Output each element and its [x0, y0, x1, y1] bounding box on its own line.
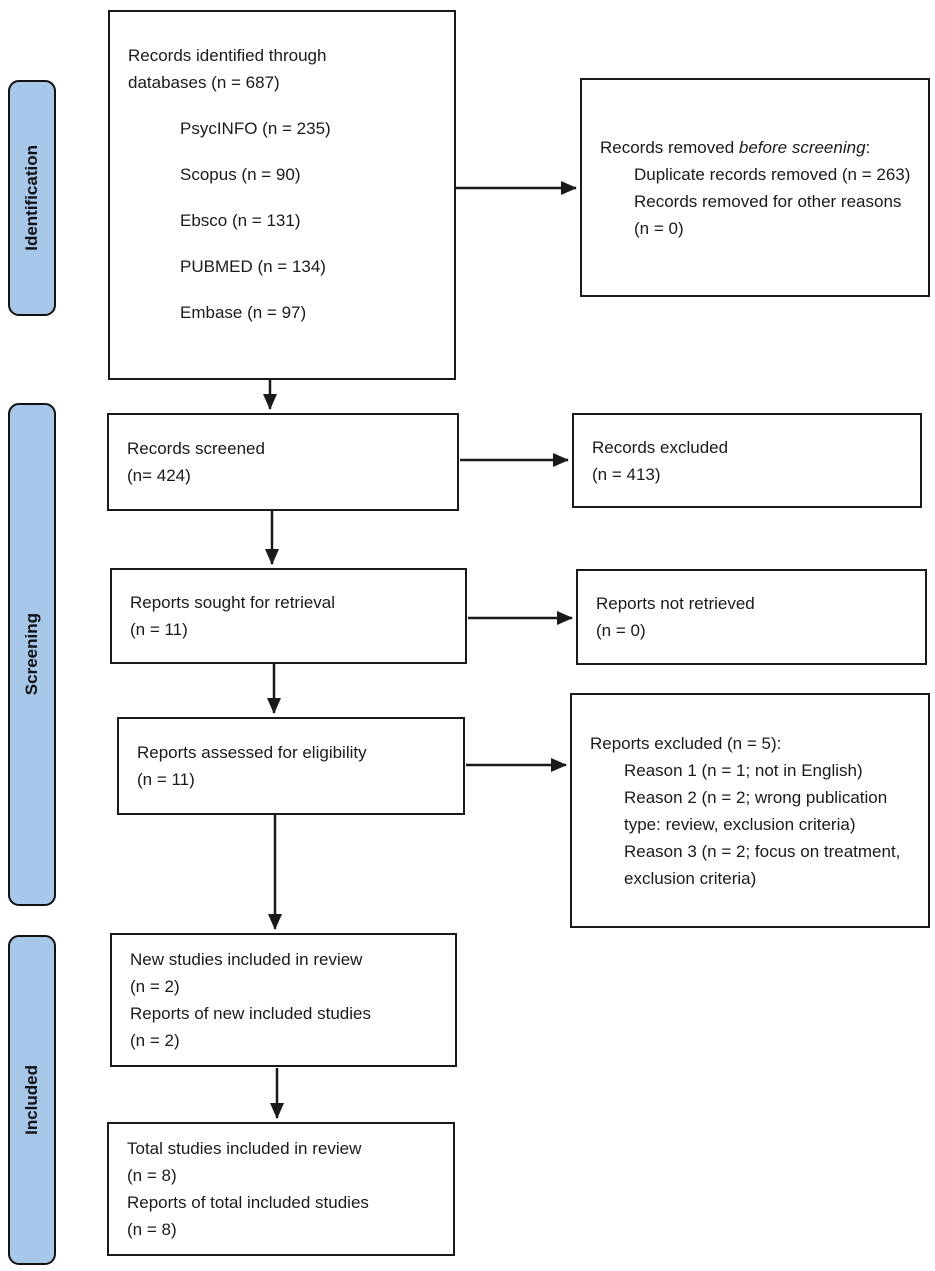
- stage-identification-label: Identification: [22, 145, 41, 251]
- box-reports-assessed: Reports assessed for eligibility (n = 11…: [117, 717, 465, 815]
- reports-assessed-line1: Reports assessed for eligibility: [137, 743, 367, 762]
- records-identified-line1: Records identified through: [128, 46, 327, 65]
- records-excluded-line1: Records excluded: [592, 437, 729, 457]
- box-records-screened: Records screened (n= 424): [107, 413, 459, 511]
- records-removed-title-prefix: Records removed: [600, 137, 739, 157]
- records-removed-title: Records removed before screening:: [600, 134, 914, 161]
- total-studies-line2: (n = 8): [127, 1166, 177, 1185]
- box-records-excluded: Records excluded (n = 413): [572, 413, 922, 508]
- new-studies-line3: Reports of new included studies: [130, 1004, 371, 1023]
- source-embase: Embase (n = 97): [180, 303, 307, 322]
- records-removed-title-italic: before screening: [738, 137, 866, 157]
- stage-included: Included: [8, 935, 56, 1265]
- new-studies-line2: (n = 2): [130, 977, 180, 996]
- reports-assessed-line2: (n = 11): [137, 770, 195, 789]
- stage-screening: Screening: [8, 403, 56, 906]
- total-studies-line1: Total studies included in review: [127, 1139, 362, 1158]
- exclusion-reason-3: Reason 3 (n = 2; focus on treatment, exc…: [624, 841, 901, 888]
- box-records-removed: Records removed before screening: Duplic…: [580, 78, 930, 297]
- removed-duplicates: Duplicate records removed (n = 263): [634, 164, 911, 184]
- source-ebsco: Ebsco (n = 131): [180, 211, 301, 230]
- reports-sought-line2: (n = 11): [130, 620, 188, 639]
- box-new-studies: New studies included in review (n = 2) R…: [110, 933, 457, 1067]
- box-total-studies: Total studies included in review (n = 8)…: [107, 1122, 455, 1256]
- records-removed-title-suffix: :: [865, 137, 871, 157]
- box-records-identified: Records identified through databases (n …: [108, 10, 456, 380]
- total-studies-line3: Reports of total included studies: [127, 1193, 369, 1212]
- stage-identification: Identification: [8, 80, 56, 316]
- source-pubmed: PUBMED (n = 134): [180, 257, 326, 276]
- records-identified-line2: databases (n = 687): [128, 73, 280, 92]
- source-scopus: Scopus (n = 90): [180, 165, 301, 184]
- exclusion-reason-2: Reason 2 (n = 2; wrong publication type:…: [624, 787, 888, 834]
- records-screened-line2: (n= 424): [127, 466, 191, 485]
- box-reports-not-retrieved: Reports not retrieved (n = 0): [576, 569, 927, 665]
- box-reports-excluded: Reports excluded (n = 5): Reason 1 (n = …: [570, 693, 930, 928]
- records-screened-line1: Records screened: [127, 439, 265, 458]
- removed-other-reasons: Records removed for other reasons (n = 0…: [634, 191, 902, 238]
- reports-sought-line1: Reports sought for retrieval: [130, 593, 336, 612]
- total-studies-line4: (n = 8): [127, 1220, 177, 1239]
- reports-excluded-title: Reports excluded (n = 5):: [590, 733, 782, 753]
- stage-screening-label: Screening: [22, 613, 41, 696]
- new-studies-line4: (n = 2): [130, 1031, 180, 1050]
- box-reports-sought: Reports sought for retrieval (n = 11): [110, 568, 467, 664]
- stage-included-label: Included: [22, 1065, 41, 1135]
- new-studies-line1: New studies included in review: [130, 950, 363, 969]
- reports-not-retrieved-line2: (n = 0): [596, 621, 646, 640]
- records-excluded-line2: (n = 413): [592, 464, 661, 484]
- source-psycinfo: PsycINFO (n = 235): [180, 119, 331, 138]
- reports-not-retrieved-line1: Reports not retrieved: [596, 594, 755, 613]
- exclusion-reason-1: Reason 1 (n = 1; not in English): [624, 760, 863, 780]
